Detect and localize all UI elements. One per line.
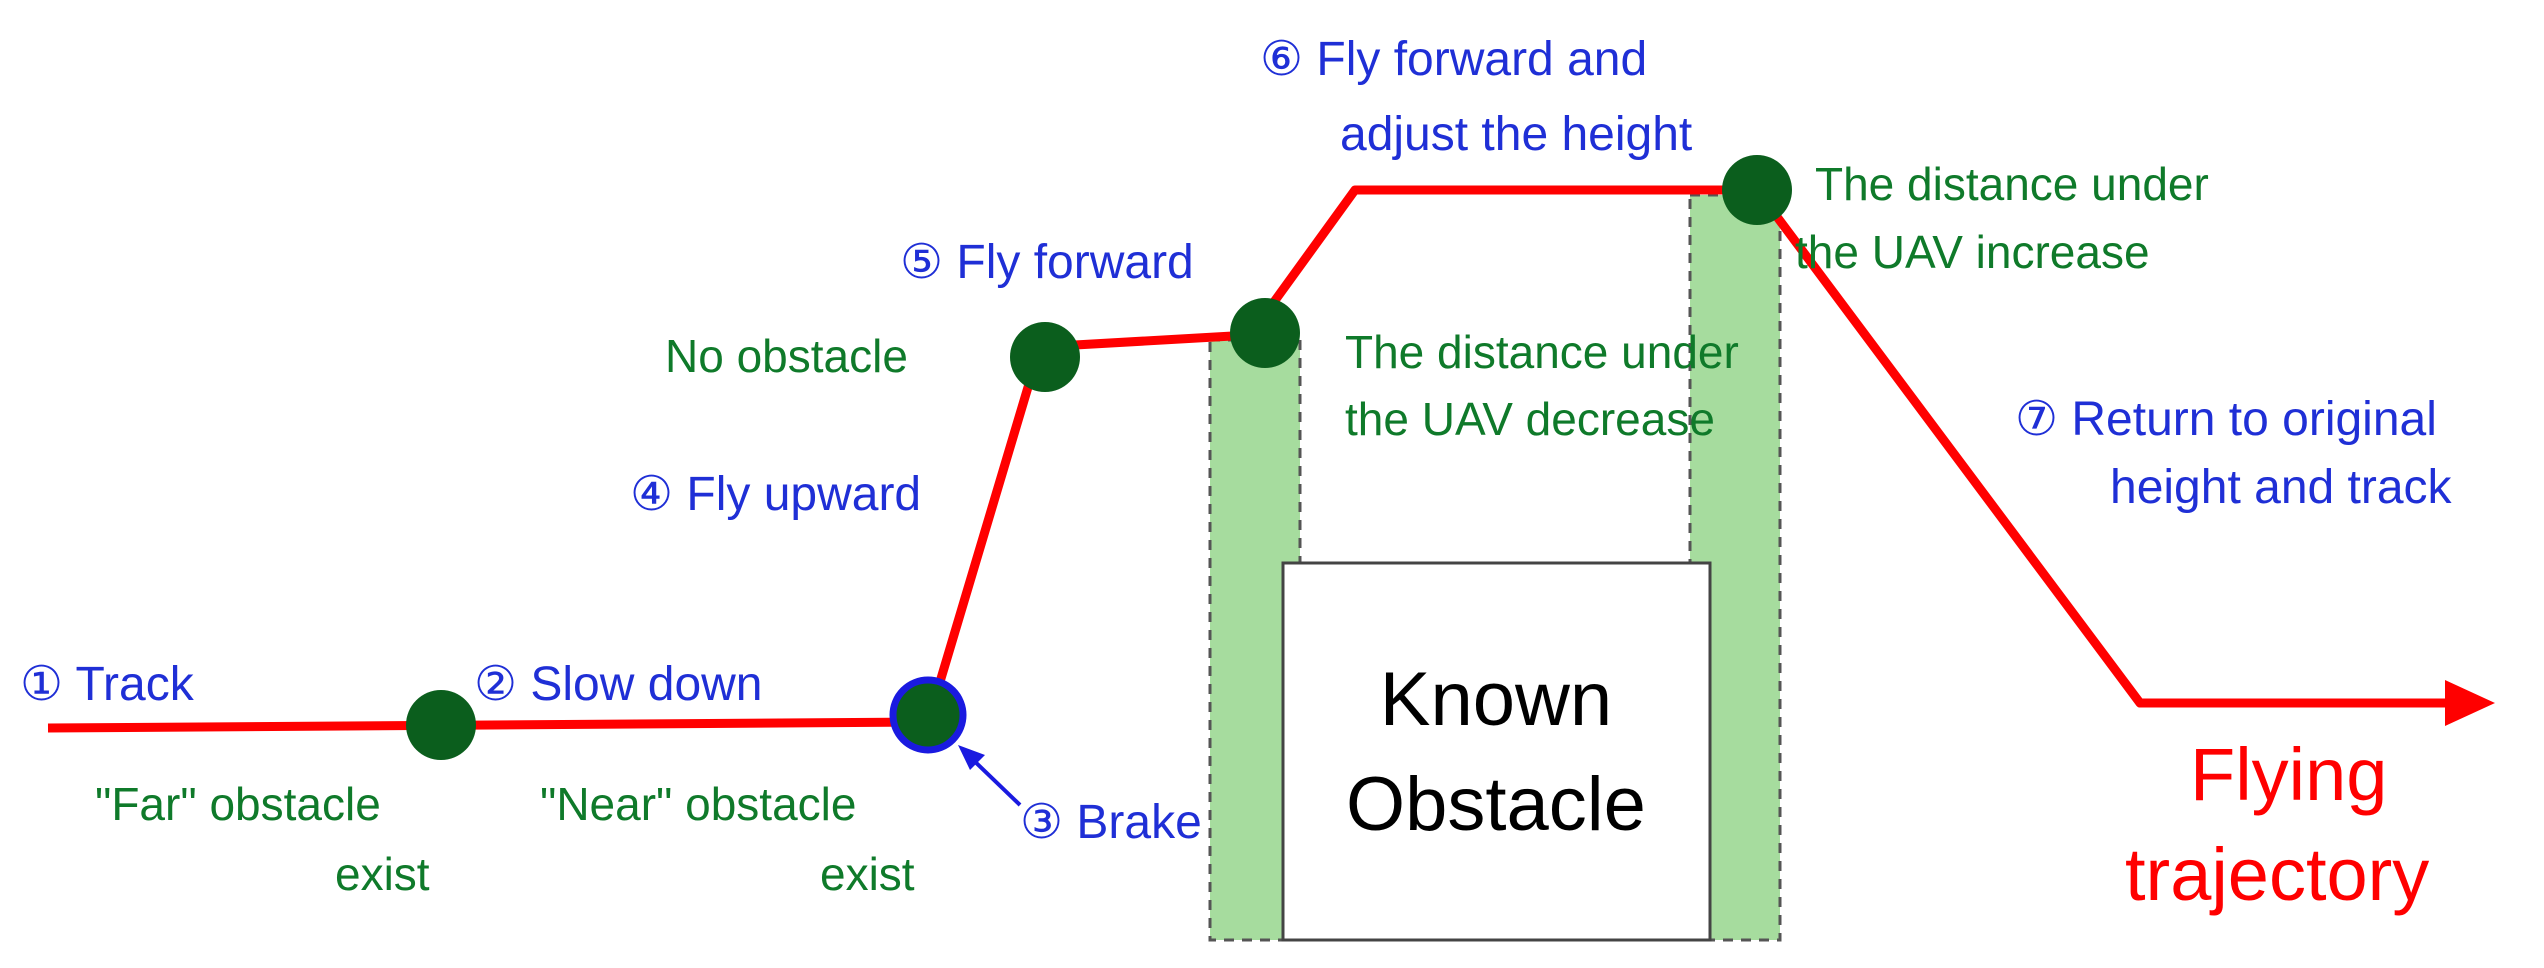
known-obstacle-box [1281, 561, 1712, 942]
trajectory-label-line2: trajectory [2125, 833, 2429, 916]
label-near-obstacle-line1: "Near" obstacle [540, 778, 856, 830]
label-distance-increase-line2: the UAV increase [1795, 226, 2150, 278]
trajectory-arrowhead-icon [2445, 680, 2495, 726]
label-distance-decrease-line1: The distance under [1345, 326, 1739, 378]
obstacle-label-line1: Known [1380, 657, 1612, 742]
label-near-obstacle-line2: exist [820, 848, 915, 900]
label-far-obstacle-line2: exist [335, 848, 430, 900]
label-distance-increase-line1: The distance under [1815, 158, 2209, 210]
node-brake [889, 676, 967, 754]
label-step7-line1: ⑦ Return to original [2015, 393, 2437, 446]
label-step4-fly-upward: ④ Fly upward [630, 468, 921, 521]
flying-trajectory-line [47, 185, 2445, 733]
node-distance-increase [1722, 155, 1792, 225]
node-no-obstacle [1010, 322, 1080, 392]
label-distance-decrease-line2: the UAV decrease [1345, 393, 1715, 445]
label-step3-brake: ③ Brake [1020, 796, 1202, 849]
obstacle-label-line2: Obstacle [1346, 762, 1646, 847]
label-step6-line2: adjust the height [1340, 108, 1692, 161]
node-distance-decrease [1230, 298, 1300, 368]
node-far-obstacle [406, 690, 476, 760]
brake-pointer-arrowhead-icon [958, 745, 985, 770]
label-step7-line2: height and track [2110, 461, 2453, 514]
label-step1-track: ① Track [20, 658, 195, 711]
label-step6-line1: ⑥ Fly forward and [1260, 33, 1647, 86]
trajectory-label-line1: Flying [2190, 733, 2387, 816]
label-far-obstacle-line1: "Far" obstacle [95, 778, 381, 830]
label-step5-fly-forward: ⑤ Fly forward [900, 236, 1194, 289]
label-step2-slow-down: ② Slow down [474, 658, 763, 711]
label-no-obstacle: No obstacle [665, 330, 908, 382]
